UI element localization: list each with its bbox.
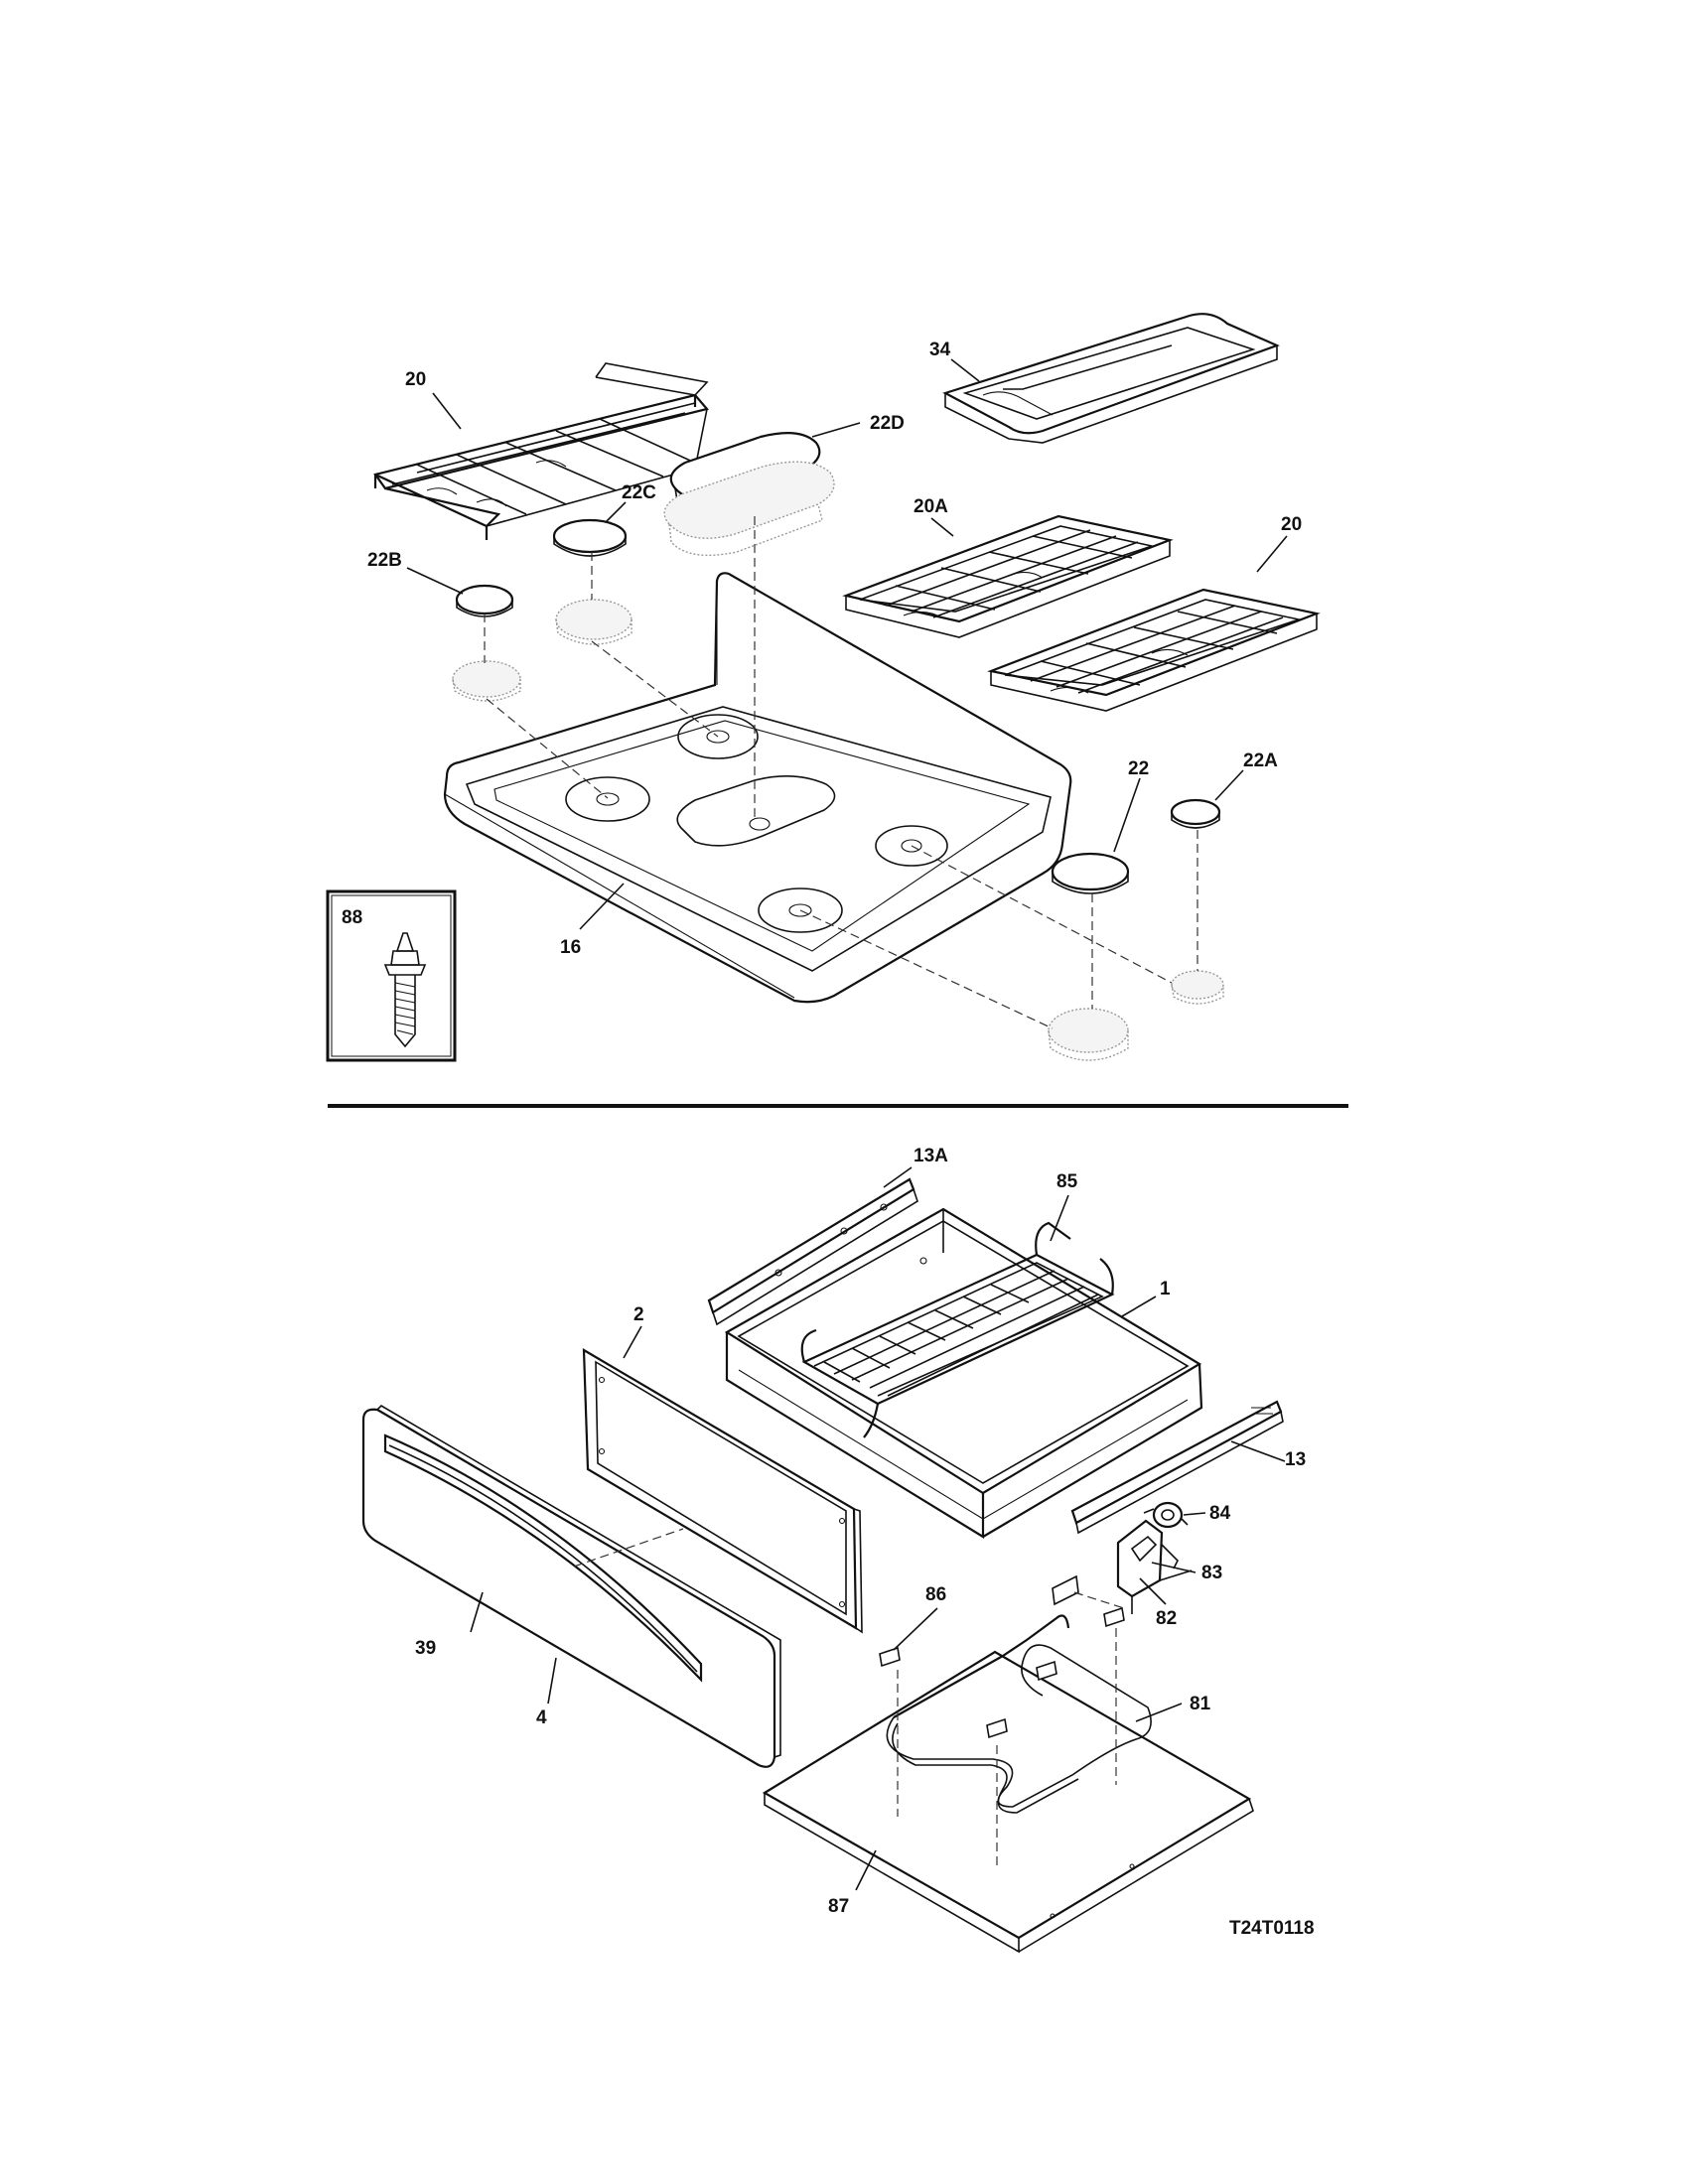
element-clips	[879, 1574, 1125, 1739]
diagram-code: T24T0118	[1229, 1918, 1315, 1939]
right-grate	[987, 588, 1321, 712]
drawer-body	[724, 1207, 1203, 1539]
griddle	[942, 313, 1280, 444]
oval-burner-head	[663, 461, 835, 557]
callout-22c-cap: 22C	[622, 482, 656, 503]
callout-87-bottom-panel: 87	[828, 1896, 849, 1917]
igniter-icon	[1143, 1501, 1189, 1529]
assembly-lines-bottom	[573, 1528, 1125, 1866]
burner-cap-22	[1051, 852, 1130, 894]
callout-2-inner-panel: 2	[633, 1304, 644, 1325]
screw-icon	[383, 932, 427, 1048]
section-divider	[328, 1104, 1348, 1108]
burner-opening-oval-center	[676, 775, 836, 847]
callout-13-right-rail: 13	[1285, 1449, 1306, 1470]
drawer-inner-panel	[582, 1348, 863, 1634]
callout-86-clip: 86	[925, 1584, 946, 1605]
callout-39-handle: 39	[415, 1638, 436, 1659]
callout-85-broiler-rack: 85	[1056, 1171, 1078, 1192]
callout-20-left-grate: 20	[405, 369, 426, 390]
callout-82-module: 82	[1156, 1608, 1177, 1629]
callout-20a-grate: 20A	[914, 496, 948, 517]
callout-4-drawer-front: 4	[536, 1707, 547, 1728]
right-drawer-rail	[1070, 1400, 1284, 1535]
callout-22-cap: 22	[1128, 758, 1149, 779]
burner-head-left-front	[452, 660, 521, 702]
screw-inset-box	[326, 889, 457, 1062]
broil-element	[886, 1614, 1152, 1814]
burner-head-right-rear	[1171, 970, 1224, 1005]
drawer-front-panel	[361, 1404, 781, 1768]
callout-88-screw: 88	[342, 907, 362, 928]
callout-22d-oval-cap: 22D	[870, 413, 905, 434]
callout-83-bracket: 83	[1201, 1563, 1222, 1583]
callout-13a-left-rail: 13A	[914, 1146, 948, 1166]
callout-20-right-grate: 20	[1281, 514, 1302, 535]
assembly-lines-top	[484, 516, 1198, 1029]
burner-cap-22b	[455, 584, 514, 617]
callout-84-igniter: 84	[1209, 1503, 1231, 1524]
burner-cap-22a	[1170, 798, 1221, 829]
callout-22a-cap: 22A	[1243, 751, 1278, 771]
callout-34-griddle: 34	[929, 340, 951, 360]
callout-labels: 20 22D 22C 22B 34 20A 20 22 22A 16 88 13…	[342, 340, 1315, 1939]
burner-head-left-rear	[555, 599, 633, 645]
drawer-bottom-panel	[762, 1650, 1254, 1954]
callout-leaders	[406, 358, 1288, 1891]
burner-opening-right-front	[758, 887, 843, 933]
burner-cap-22c	[552, 518, 628, 557]
cooktop-main-top	[443, 572, 1072, 1004]
callout-1-drawer-body: 1	[1160, 1279, 1171, 1299]
drawer-handle	[383, 1433, 703, 1683]
left-drawer-rail	[707, 1177, 918, 1326]
broil-igniter-assembly	[1116, 1501, 1193, 1614]
burner-opening-right-rear	[875, 825, 948, 867]
callout-81-element: 81	[1190, 1694, 1211, 1714]
burner-opening-left-front	[565, 776, 650, 822]
left-grate	[373, 362, 709, 540]
burner-head-right-front	[1048, 1008, 1129, 1061]
burner-opening-left-rear	[677, 714, 759, 759]
callout-22b-cap: 22B	[367, 550, 402, 571]
broiler-rack	[800, 1221, 1115, 1438]
callout-16-main-top: 16	[560, 937, 581, 958]
center-grate	[842, 514, 1174, 638]
